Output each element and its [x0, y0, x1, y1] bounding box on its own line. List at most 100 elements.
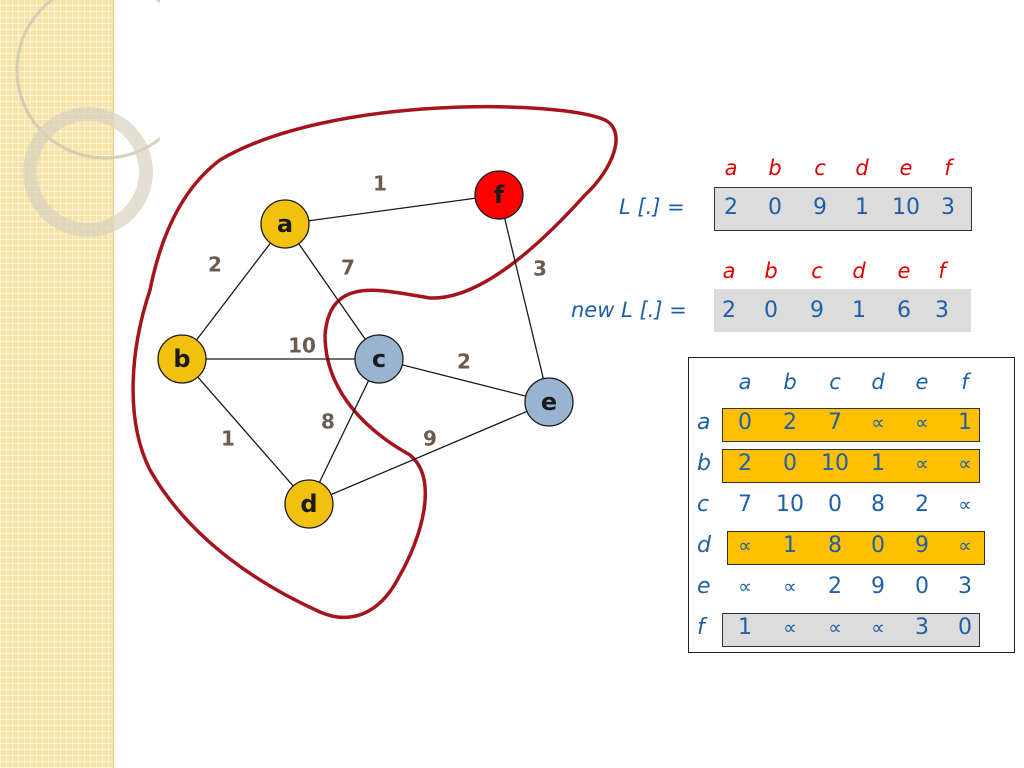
- matrix-cell-a-a: 0: [738, 410, 752, 435]
- L-header-c: c: [814, 156, 826, 180]
- node-label-c: c: [372, 345, 386, 373]
- newL-value-f: 3: [935, 298, 949, 323]
- node-circle-c: [354, 334, 404, 384]
- L-value-d: 1: [855, 195, 869, 220]
- matrix-row-highlight-f: [722, 613, 980, 647]
- node-a: a: [260, 199, 310, 249]
- node-b: b: [157, 334, 207, 384]
- matrix-cell-c-a: 7: [738, 492, 752, 517]
- matrix-cell-e-b: ∝: [783, 576, 797, 598]
- matrix-cell-e-f: 3: [958, 574, 972, 599]
- edge-b-d: [181, 358, 310, 505]
- node-circle-f: [474, 170, 524, 220]
- newL-header-e: e: [897, 259, 911, 283]
- new-L-array-label: new L [.] =: [571, 298, 687, 322]
- matrix-cell-c-b: 10: [776, 492, 804, 517]
- node-label-a: a: [277, 210, 293, 238]
- matrix-row-highlight-a: [722, 408, 980, 442]
- matrix-col-header-a: a: [738, 370, 752, 394]
- matrix-cell-b-f: ∝: [958, 453, 972, 475]
- edge-a-b: [181, 223, 286, 360]
- matrix-col-header-c: c: [829, 370, 841, 394]
- edge-weight-b-d: 1: [221, 427, 235, 451]
- matrix-row-label-f: f: [697, 615, 705, 640]
- decorative-rings: [15, 0, 160, 237]
- matrix-cell-a-b: 2: [783, 410, 797, 435]
- L-value-b: 0: [768, 195, 782, 220]
- matrix-cell-c-f: ∝: [958, 494, 972, 516]
- matrix-row-highlight-d: [727, 531, 985, 565]
- edge-c-e: [378, 358, 550, 403]
- edge-c-d: [308, 358, 380, 505]
- matrix-cell-c-c: 0: [828, 492, 842, 517]
- matrix-cell-a-d: ∝: [871, 412, 885, 434]
- edge-weight-c-e: 2: [457, 350, 471, 374]
- matrix-cell-e-e: 0: [915, 574, 929, 599]
- matrix-cell-b-e: ∝: [915, 453, 929, 475]
- edge-weight-c-d: 8: [321, 410, 335, 434]
- matrix-cell-d-c: 8: [828, 533, 842, 558]
- node-label-b: b: [173, 345, 190, 373]
- node-circle-e: [524, 377, 574, 427]
- matrix-cell-d-e: 9: [915, 533, 929, 558]
- newL-value-b: 0: [764, 298, 778, 323]
- matrix-cell-a-e: ∝: [915, 412, 929, 434]
- new-L-array-box: [714, 289, 971, 332]
- matrix-cell-f-e: 3: [915, 615, 929, 640]
- matrix-cell-d-f: ∝: [958, 535, 972, 557]
- edge-d-e: [308, 401, 550, 505]
- matrix-cell-f-a: 1: [738, 615, 752, 640]
- newL-header-f: f: [938, 259, 946, 283]
- matrix-col-header-f: f: [961, 370, 969, 394]
- matrix-cell-a-c: 7: [828, 410, 842, 435]
- highlight-region-outline: [131, 104, 618, 620]
- matrix-col-header-b: b: [783, 370, 797, 394]
- L-header-b: b: [768, 156, 782, 180]
- newL-header-c: c: [811, 259, 823, 283]
- edge-weights-layer: 1 2 7 10 1 8 2 9 3: [208, 172, 547, 451]
- L-header-e: e: [899, 156, 913, 180]
- node-label-d: d: [300, 490, 317, 518]
- matrix-cell-d-b: 1: [783, 533, 797, 558]
- decorative-ring-large: [15, 0, 160, 160]
- edge-weight-b-c: 10: [288, 334, 316, 358]
- newL-value-a: 2: [722, 298, 736, 323]
- node-circle-a: [260, 199, 310, 249]
- matrix-cell-b-b: 0: [783, 451, 797, 476]
- L-array-label: L [.] =: [619, 195, 685, 219]
- edge-a-f: [284, 194, 500, 225]
- node-label-f: f: [494, 181, 505, 209]
- newL-value-d: 1: [852, 298, 866, 323]
- node-d: d: [284, 479, 334, 529]
- edge-weight-a-c: 7: [341, 256, 355, 280]
- node-f: f: [474, 170, 524, 220]
- matrix-col-header-d: d: [871, 370, 885, 394]
- matrix-cell-f-d: ∝: [871, 617, 885, 639]
- newL-value-e: 6: [897, 298, 911, 323]
- node-circle-b: [157, 334, 207, 384]
- newL-header-b: b: [764, 259, 778, 283]
- node-c: c: [354, 334, 404, 384]
- edge-weight-d-e: 9: [423, 427, 437, 451]
- L-value-f: 3: [941, 195, 955, 220]
- matrix-cell-e-a: ∝: [738, 576, 752, 598]
- edge-weight-a-f: 1: [373, 172, 387, 196]
- matrix-cell-a-f: 1: [958, 410, 972, 435]
- matrix-cell-d-a: ∝: [738, 535, 752, 557]
- node-e: e: [524, 377, 574, 427]
- newL-header-a: a: [722, 259, 736, 283]
- edge-weight-f-e: 3: [533, 257, 547, 281]
- matrix-cell-b-a: 2: [738, 451, 752, 476]
- L-array-box: [714, 187, 972, 231]
- matrix-row-label-e: e: [697, 574, 711, 599]
- matrix-row-label-c: c: [697, 492, 710, 517]
- edges-layer: [181, 194, 550, 505]
- edge-weight-a-b: 2: [208, 253, 222, 277]
- newL-value-c: 9: [810, 298, 824, 323]
- L-value-e: 10: [892, 195, 920, 220]
- matrix-cell-f-b: ∝: [783, 617, 797, 639]
- matrix-cell-c-e: 2: [915, 492, 929, 517]
- matrix-cell-f-f: 0: [958, 615, 972, 640]
